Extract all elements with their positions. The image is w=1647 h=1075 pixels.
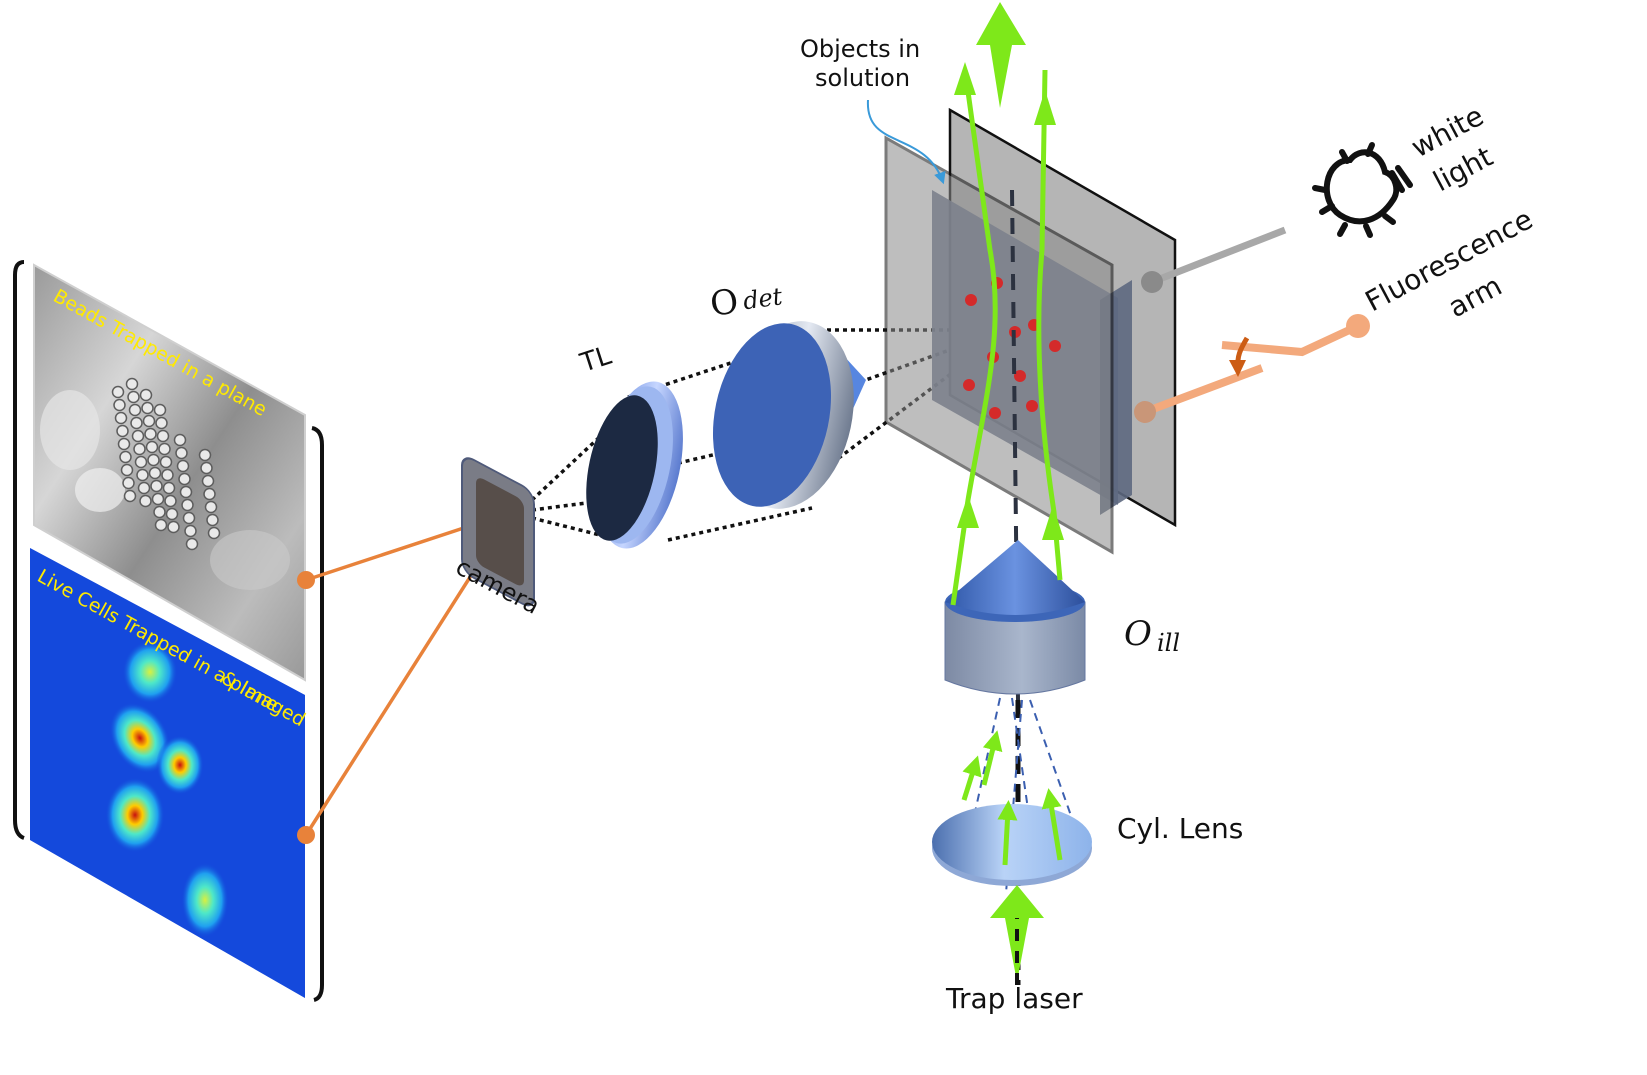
connector-dot-top <box>297 571 315 589</box>
particle <box>1014 370 1026 382</box>
bead <box>113 398 126 412</box>
detection-objective: O det <box>708 275 866 509</box>
bead <box>111 385 125 399</box>
bead <box>139 494 152 508</box>
bead <box>173 433 187 447</box>
bead <box>164 494 177 508</box>
cell-1 <box>122 640 178 704</box>
particle <box>1026 400 1038 412</box>
fluorescence-arm: Fluorescence arm <box>1134 202 1538 423</box>
particle <box>965 294 977 306</box>
bead <box>175 446 188 460</box>
bead <box>150 479 163 493</box>
bead <box>122 476 135 490</box>
bead <box>200 461 213 475</box>
bead <box>154 518 168 532</box>
bead <box>159 455 173 469</box>
bead <box>203 487 216 501</box>
bead <box>114 411 128 425</box>
bead <box>165 507 179 521</box>
bead <box>167 520 180 534</box>
fluorescence-arm-label-line2: arm <box>1443 269 1507 324</box>
cell-2 <box>109 702 171 774</box>
bead <box>139 388 153 402</box>
cell-4 <box>105 777 165 853</box>
bead <box>178 472 191 486</box>
bead <box>153 505 166 519</box>
bead <box>142 414 156 428</box>
bead <box>181 498 194 512</box>
bead <box>184 524 197 538</box>
tube-lens-label: TL <box>576 341 616 379</box>
detection-objective-label: O det <box>708 275 785 325</box>
bead <box>179 485 193 499</box>
bead <box>120 463 134 477</box>
bead <box>131 429 145 443</box>
particle <box>963 379 975 391</box>
objects-in-solution-label-line2: solution <box>815 64 910 92</box>
light-bulb-icon <box>1312 142 1413 238</box>
bead <box>198 448 212 462</box>
bead <box>144 427 157 441</box>
sample-chamber <box>866 99 1177 555</box>
bead <box>145 440 159 454</box>
bead <box>204 500 218 514</box>
illumination-objective-label: O ill <box>1124 614 1180 657</box>
bead <box>182 511 196 525</box>
bead <box>119 450 132 464</box>
bead <box>128 403 142 417</box>
image-panels: Beads Trapped in a plane Live Cells Trap… <box>13 260 324 1002</box>
bead <box>141 401 154 415</box>
bead <box>147 453 160 467</box>
bead <box>161 468 174 482</box>
objects-pointer <box>866 99 946 185</box>
bead <box>127 390 140 404</box>
bead <box>201 474 215 488</box>
bead <box>125 377 139 391</box>
bead <box>158 442 171 456</box>
bead <box>133 442 146 456</box>
bead <box>151 492 165 506</box>
laser-beams <box>950 2 1064 985</box>
illumination-objective: O ill <box>944 540 1180 695</box>
bead <box>155 416 168 430</box>
trap-laser-label: Trap laser <box>945 982 1083 1015</box>
bead <box>185 537 199 551</box>
camera-icon: camera <box>451 457 544 620</box>
bead <box>176 459 190 473</box>
panel-bracket <box>13 260 25 840</box>
cell-5 <box>181 862 229 938</box>
bead <box>136 468 149 482</box>
cylindrical-lens-label: Cyl. Lens <box>1117 812 1243 845</box>
bead <box>206 513 219 527</box>
connector-dot-bottom <box>297 826 315 844</box>
bead <box>148 466 162 480</box>
bead <box>123 489 137 503</box>
bead <box>207 526 221 540</box>
bead <box>117 437 131 451</box>
bead <box>153 403 167 417</box>
cell-3 <box>156 735 204 795</box>
cylindrical-lens: Cyl. Lens <box>932 804 1243 886</box>
bead <box>137 481 151 495</box>
panel-bracket-right <box>311 426 324 1002</box>
objects-in-solution-label-line1: Objects in <box>800 35 920 63</box>
objects-in-solution <box>963 277 1061 419</box>
trapped-beads <box>111 377 221 551</box>
bead <box>156 429 170 443</box>
tube-lens: TL <box>576 341 683 549</box>
particle <box>989 407 1001 419</box>
bead <box>134 455 148 469</box>
bead <box>130 416 143 430</box>
bead <box>116 424 129 438</box>
particle <box>1049 340 1061 352</box>
bead <box>162 481 176 495</box>
outgoing-laser-arrow <box>976 2 1026 108</box>
